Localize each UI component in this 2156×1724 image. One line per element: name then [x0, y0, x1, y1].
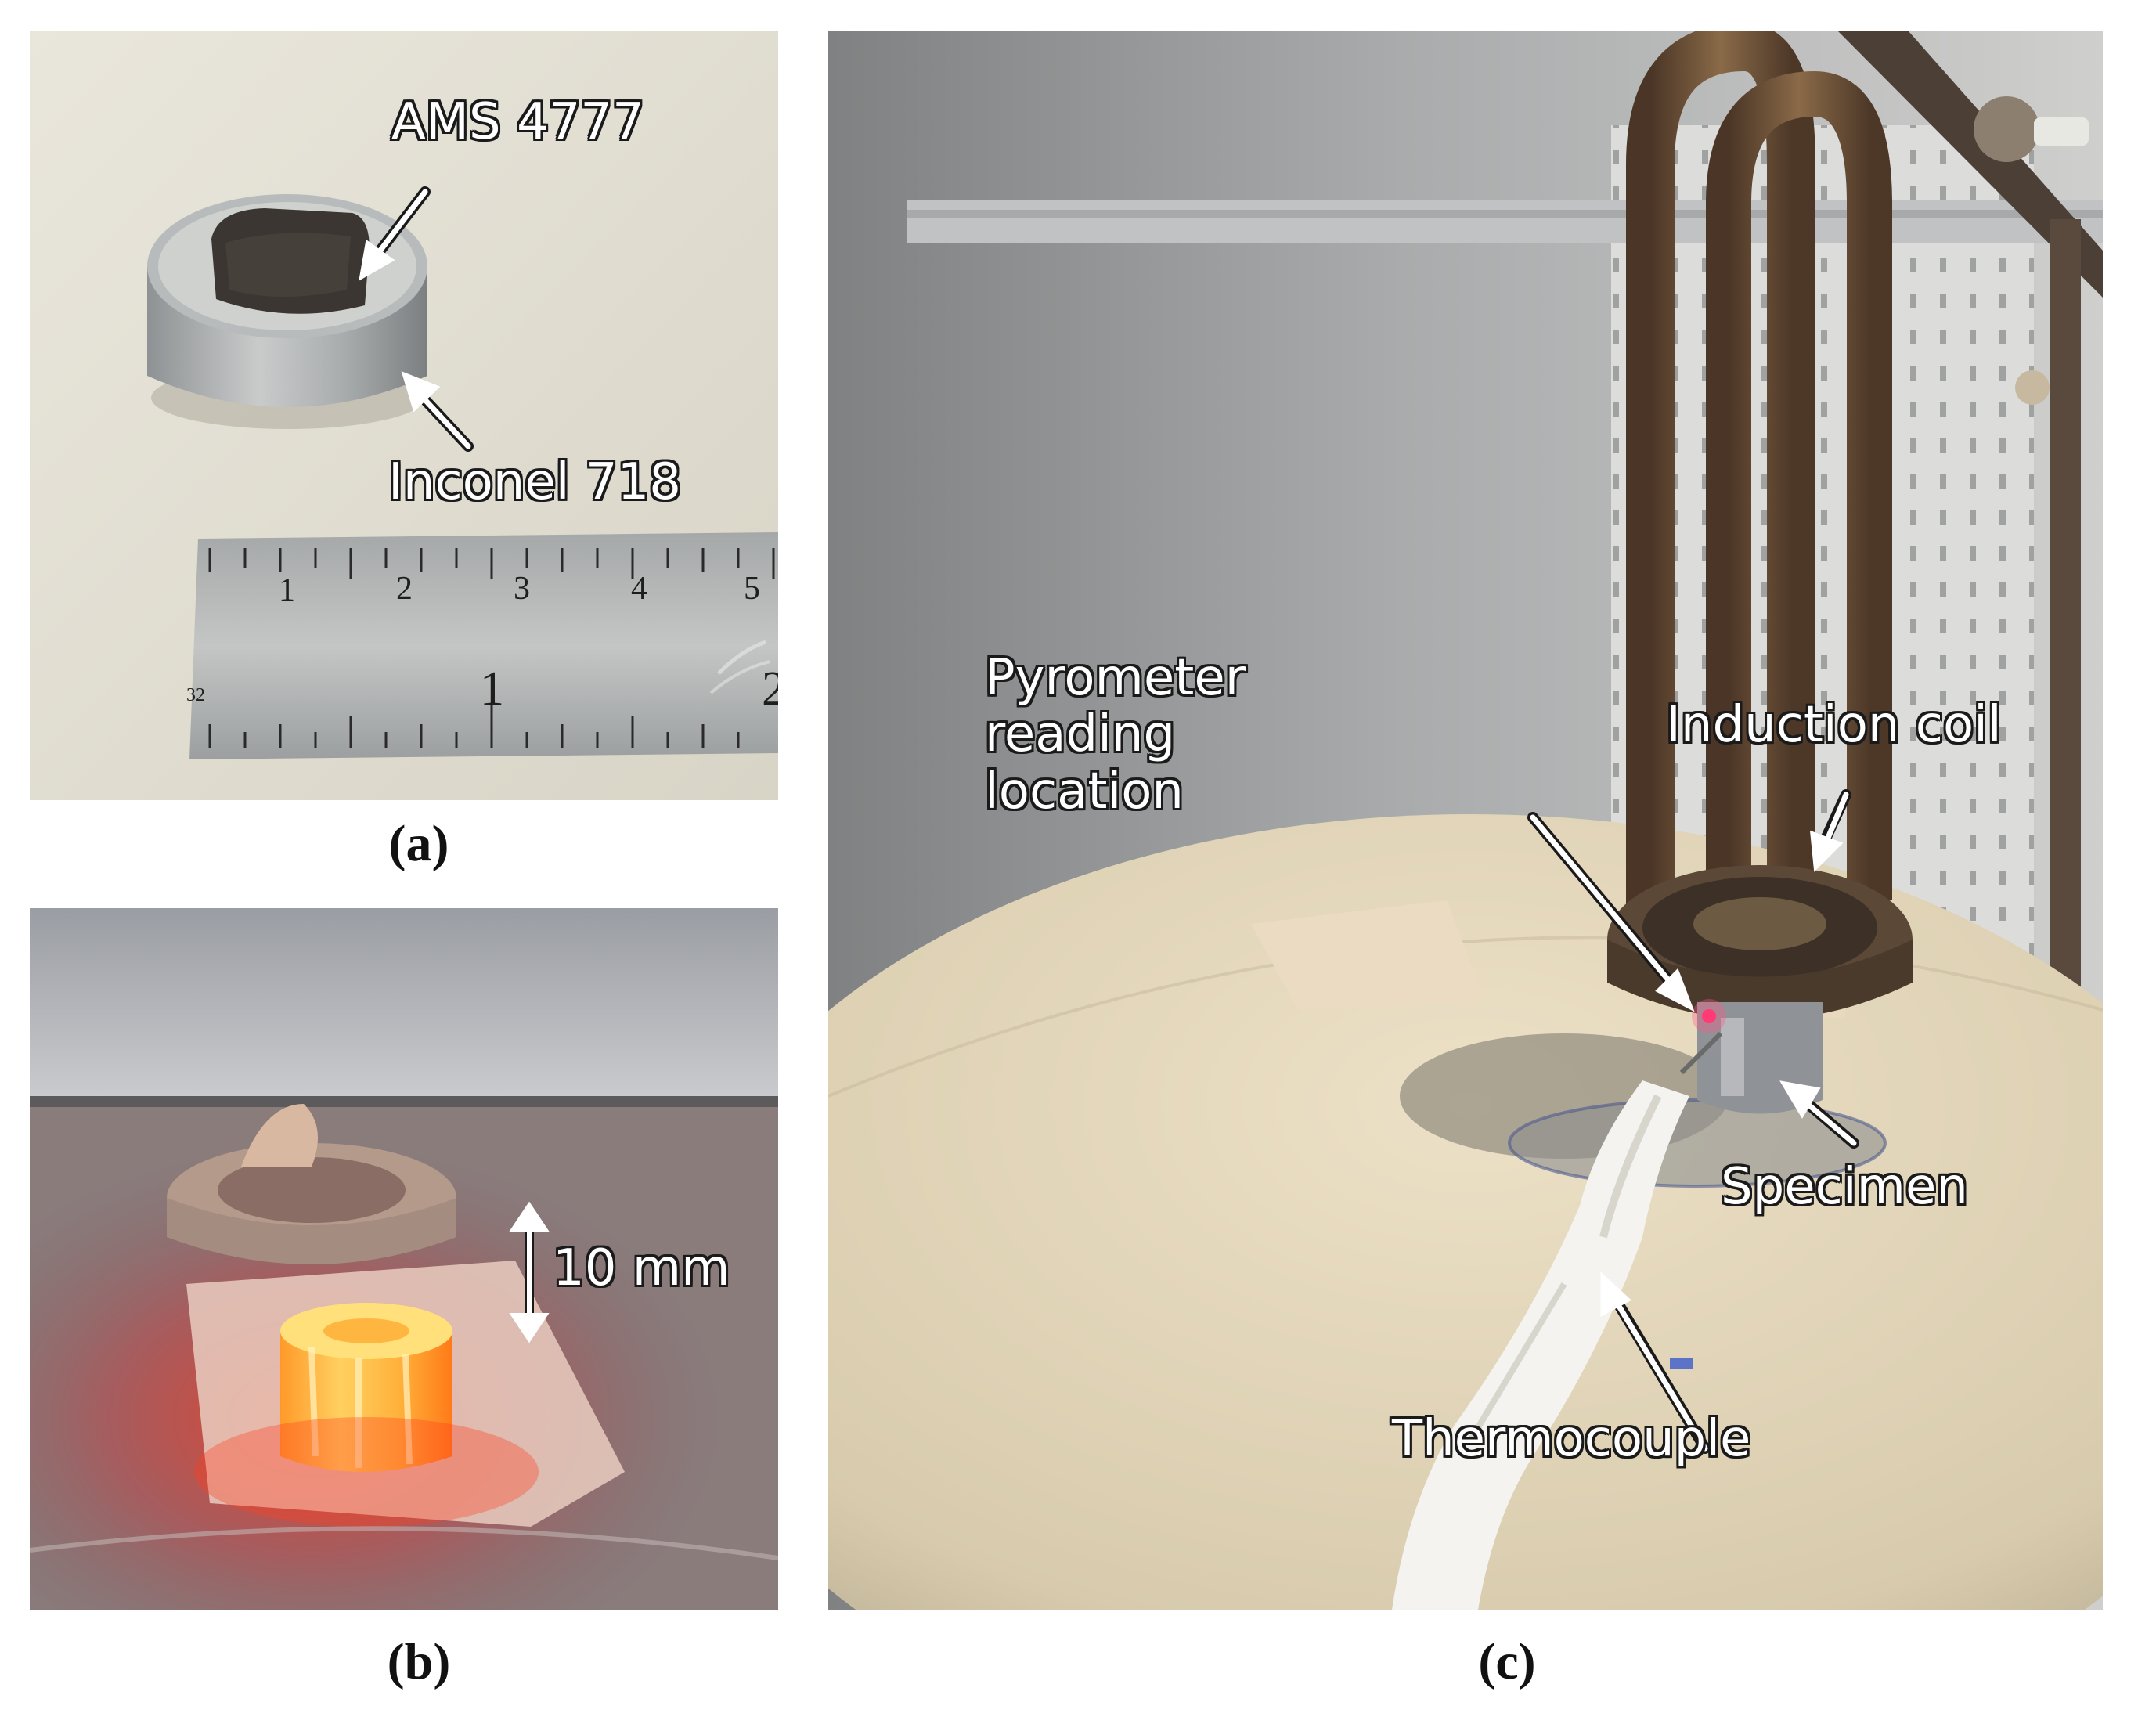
panel-c-setup-photo: Pyrometer reading location Induction coi… — [828, 31, 2103, 1610]
label-ams-4777: AMS 4777 — [391, 93, 644, 151]
specimen-photo-image — [30, 31, 778, 800]
label-specimen: Specimen — [1721, 1158, 1968, 1216]
ruler-ticks — [208, 548, 775, 748]
caption-b: (b) — [387, 1633, 451, 1690]
ruler-number: 1 — [279, 572, 295, 608]
heated-specimen-image — [30, 908, 778, 1610]
label-10-mm-gap: 10 mm — [553, 1239, 730, 1297]
label-pyrometer-reading-location: Pyrometer reading location — [985, 649, 1246, 821]
test-setup-image — [828, 31, 2103, 1610]
panel-a-specimen-photo: 1 2 3 4 5 32 1 2 AMS 4777 Inconel 718 — [30, 31, 778, 800]
ruler-number: 2 — [396, 571, 413, 607]
ruler-number: 32 — [186, 685, 205, 705]
panel-b-heating-photo: 10 mm — [30, 908, 778, 1610]
ruler-number: 1 — [480, 662, 504, 716]
ruler-number: 3 — [514, 571, 530, 607]
label-thermocouple: Thermocouple — [1392, 1410, 1751, 1468]
ruler-number: 5 — [744, 571, 760, 607]
ruler-number: 2 — [762, 662, 778, 716]
caption-a: (a) — [388, 815, 449, 872]
label-inconel-718: Inconel 718 — [388, 453, 681, 511]
ruler-number: 4 — [631, 571, 647, 607]
label-induction-coil: Induction coil — [1666, 696, 2002, 754]
caption-c: (c) — [1478, 1633, 1536, 1690]
